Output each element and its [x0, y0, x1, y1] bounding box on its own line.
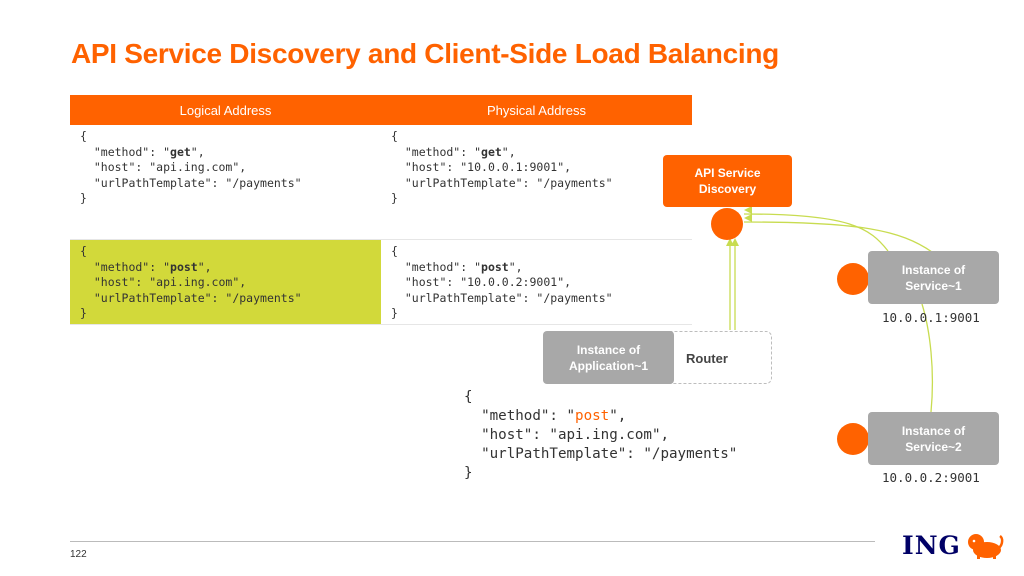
page-number: 122 — [70, 549, 87, 560]
host-value: api.ing.com — [156, 275, 233, 290]
router-label: Router — [686, 351, 728, 366]
application-instance-box: Instance of Application~1 — [543, 331, 674, 384]
arrowhead — [744, 206, 752, 214]
address-table: Logical Address Physical Address { "meth… — [70, 95, 692, 325]
api-service-discovery-label: API Service Discovery — [694, 166, 761, 196]
path-value: /payments — [543, 290, 606, 305]
api-service-discovery-box: API Service Discovery — [663, 155, 792, 207]
host-value: api.ing.com — [557, 427, 652, 443]
path-value: /payments — [232, 290, 295, 305]
physical-address-cell: { "method": "post", "host": "10.0.0.2:90… — [381, 240, 692, 324]
host-value: api.ing.com — [156, 160, 233, 175]
method-value: post — [170, 259, 198, 274]
service2-to-service1-line — [921, 303, 934, 413]
footer-divider — [70, 541, 875, 542]
ing-logo: ING — [902, 530, 1005, 560]
method-value: get — [170, 144, 191, 159]
path-value: /payments — [543, 175, 606, 190]
path-value: /payments — [651, 446, 729, 462]
physical-address-json: { "method": "post", "host": "10.0.0.2:90… — [391, 244, 613, 321]
host-value: 10.0.0.2:9001 — [467, 275, 558, 290]
service1-node — [837, 263, 869, 295]
logical-address-json: { "method": "get", "host": "api.ing.com"… — [80, 129, 302, 206]
method-value: post — [575, 408, 610, 424]
logo-text: ING — [902, 530, 961, 560]
table-header: Logical Address Physical Address — [70, 95, 692, 125]
request-payload: { "method": "post", "host": "api.ing.com… — [464, 388, 737, 483]
service1-instance-label: Instance of Service~1 — [901, 262, 966, 293]
lion-icon — [967, 534, 1004, 559]
table-row: { "method": "post", "host": "api.ing.com… — [70, 240, 692, 325]
service1-instance-box: Instance of Service~1 — [868, 251, 999, 304]
service1-to-discovery-line — [743, 213, 889, 252]
service2-node — [837, 423, 869, 455]
logical-address-json: { "method": "post", "host": "api.ing.com… — [80, 244, 302, 321]
header-physical-address: Physical Address — [487, 102, 586, 118]
service1-address: 10.0.0.1:9001 — [882, 310, 980, 325]
arrowhead — [744, 214, 752, 222]
service1-to-discovery-line — [743, 221, 933, 253]
logical-address-cell: { "method": "get", "host": "api.ing.com"… — [70, 125, 381, 239]
host-value: 10.0.0.1:9001 — [467, 160, 558, 175]
request-json: { "method": "post", "host": "api.ing.com… — [464, 389, 738, 481]
path-value: /payments — [232, 175, 295, 190]
page-title: API Service Discovery and Client-Side Lo… — [71, 38, 779, 69]
service2-instance-box: Instance of Service~2 — [868, 412, 999, 465]
service2-address: 10.0.0.2:9001 — [882, 470, 980, 485]
method-value: get — [481, 144, 502, 159]
logical-address-cell: { "method": "post", "host": "api.ing.com… — [70, 240, 381, 324]
application-instance-label: Instance of Application~1 — [568, 342, 648, 373]
discovery-node — [711, 208, 743, 240]
header-logical-address: Logical Address — [179, 102, 272, 118]
table-row: { "method": "get", "host": "api.ing.com"… — [70, 125, 692, 240]
arrowhead — [731, 238, 739, 246]
service2-instance-label: Instance of Service~2 — [901, 423, 966, 454]
physical-address-json: { "method": "get", "host": "10.0.0.1:900… — [391, 129, 613, 206]
physical-address-cell: { "method": "get", "host": "10.0.0.1:900… — [381, 125, 692, 239]
method-value: post — [481, 259, 509, 274]
